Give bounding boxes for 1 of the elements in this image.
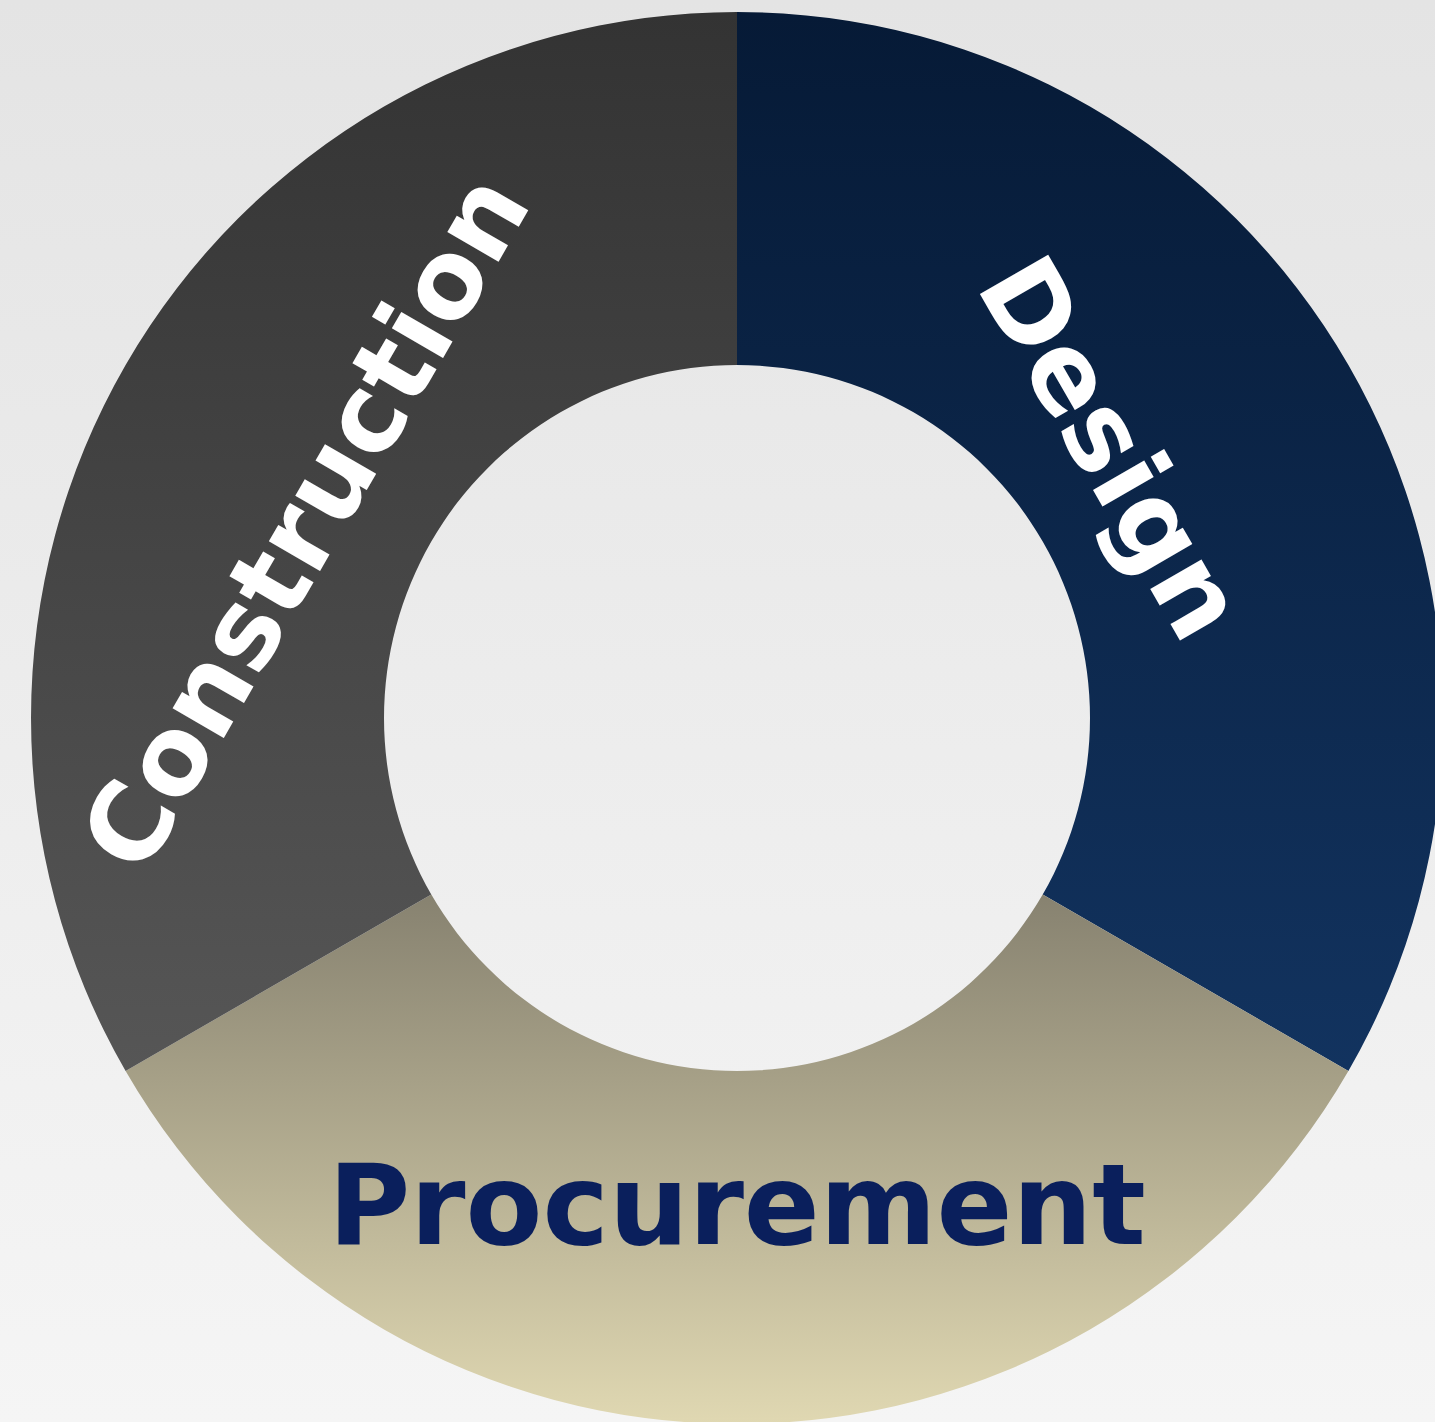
segment-label: Procurement [328, 1140, 1146, 1270]
